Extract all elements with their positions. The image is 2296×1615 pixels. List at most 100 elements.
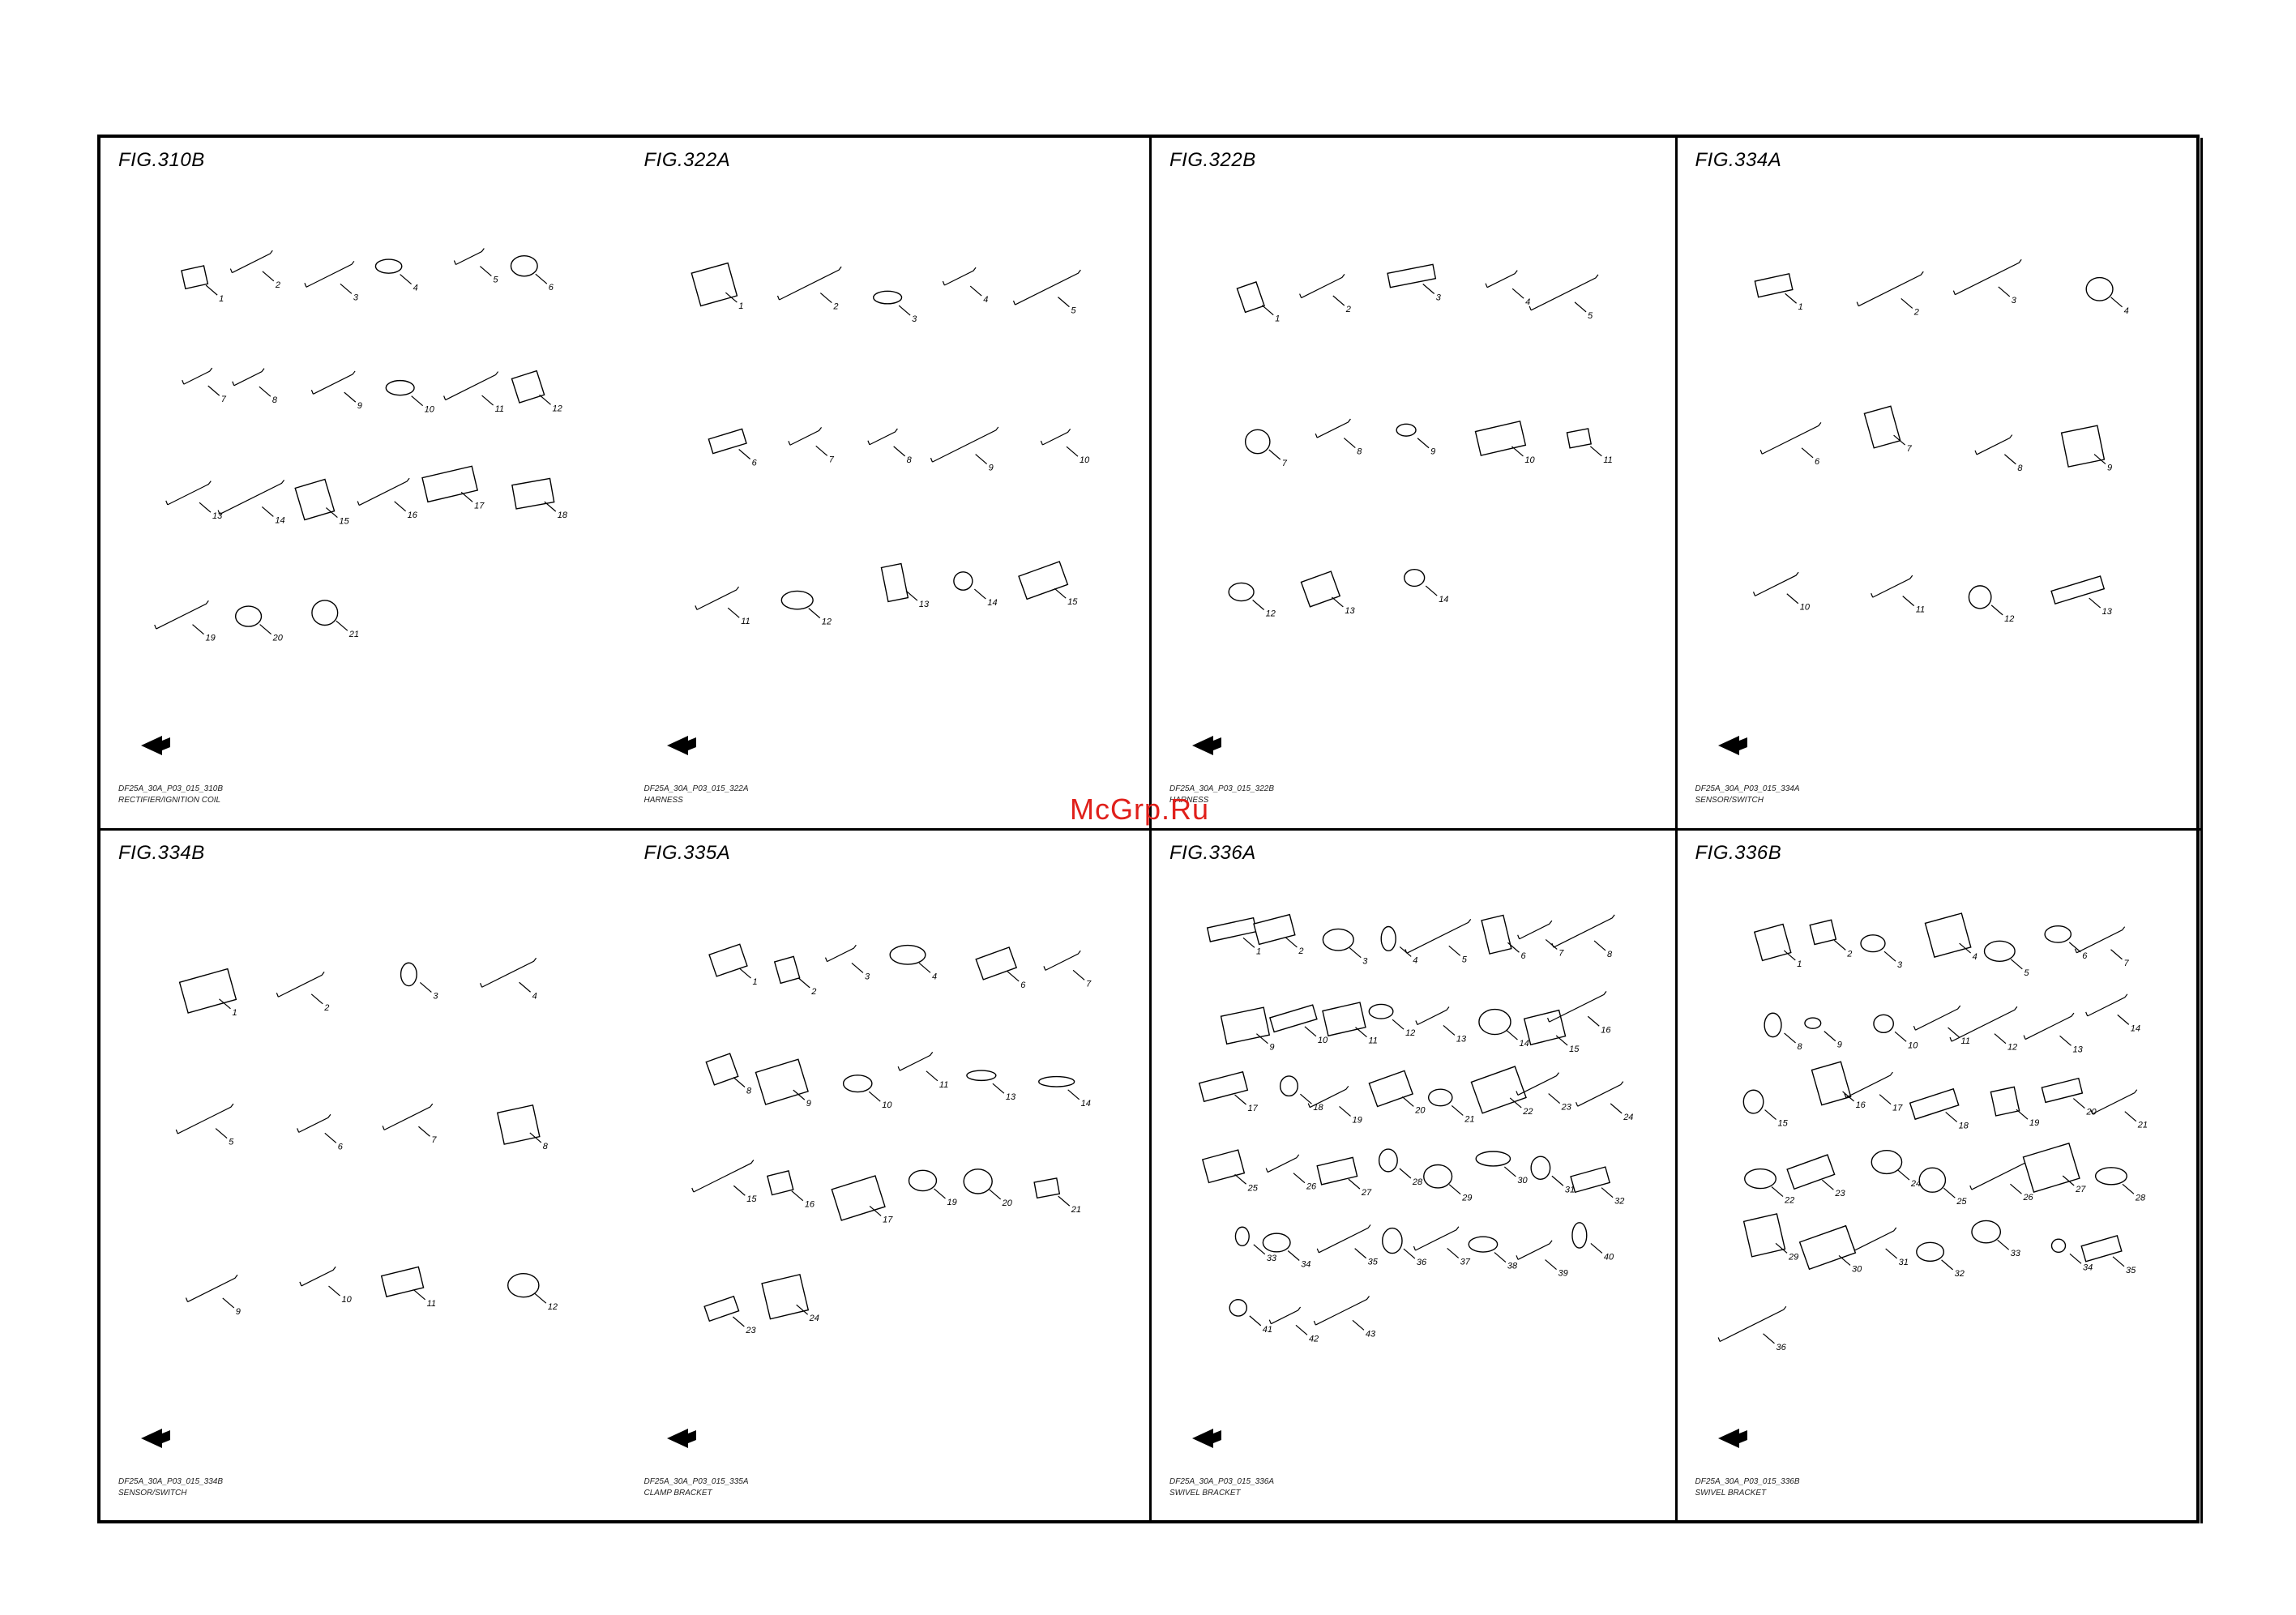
leader-line [790,1190,803,1202]
part-drawing [385,379,415,396]
part-number: 21 [2136,1121,2147,1130]
part-callout: 14 [952,571,997,608]
part-number: 1 [738,301,743,311]
part-number: 28 [2134,1193,2145,1203]
leader-line [2110,297,2123,308]
part-callout: 19 [154,600,216,643]
part-callout: 24 [1871,1150,1921,1189]
part-number: 3 [864,972,870,981]
part-drawing [1033,1177,1060,1199]
part-callout: 7 [1863,405,1912,454]
part-drawing [154,600,209,630]
part-callout: 16 [357,477,418,520]
leader-line [324,1132,337,1143]
part-callout: 12 [1228,582,1276,618]
part-drawing [1415,1006,1450,1026]
part-callout: 2 [1856,271,1924,317]
part-callout: 11 [443,371,504,414]
part-drawing [1990,1086,2020,1117]
part-callout: 21 [311,600,359,639]
part-drawing [443,371,499,401]
part-callout: 9 [2060,425,2112,473]
part-callout: 1 [1753,923,1802,969]
part-number: 10 [1799,603,1810,613]
part-number: 18 [558,511,568,520]
part-number: 2 [275,280,280,290]
part-callout: 39 [1516,1240,1568,1279]
part-drawing [1198,1070,1249,1103]
part-drawing [1017,561,1068,600]
part-number: 8 [1607,950,1613,959]
leader-line [1762,1333,1775,1344]
leader-line [2069,1253,2081,1264]
part-number: 12 [2007,1043,2016,1053]
part-callout: 8 [704,1053,752,1096]
leader-line [215,1128,228,1139]
leader-line [1256,1033,1268,1045]
part-number: 15 [339,517,349,527]
part-number: 23 [1561,1103,1572,1113]
leader-line [807,608,820,619]
part-callout: 27 [2022,1142,2086,1194]
part-callout: 30 [1475,1151,1528,1186]
part-number: 39 [1558,1269,1568,1279]
part-number: 5 [2024,968,2029,978]
leader-line [1590,1242,1603,1254]
figure-title: FIG.310B [118,149,205,171]
leader-line [1589,446,1602,457]
part-callout: 10 [1474,420,1536,465]
part-callout: 6 [1481,914,1526,961]
part-drawing [690,262,738,307]
part-number: 10 [1079,455,1089,465]
part-number: 23 [745,1326,756,1335]
figure-code: DF25A_30A_P03_015_310B [118,784,223,793]
part-number: 11 [427,1299,436,1309]
part-number: 11 [741,617,750,626]
part-callout: 15 [294,478,349,527]
part-callout: 4 [1924,912,1977,962]
leader-line [1783,1032,1796,1044]
leader-line [797,977,810,989]
part-callout: 9 [1220,1006,1275,1053]
part-number: 9 [1430,447,1435,457]
part-drawing [1229,1299,1248,1317]
part-number: 1 [752,977,757,987]
part-number: 10 [342,1295,353,1305]
leader-line [1784,293,1797,304]
leader-line [460,491,473,502]
part-callout: 9 [1803,1017,1841,1050]
part-number: 16 [408,511,418,520]
part-callout: 10 [299,1266,353,1305]
part-drawing [1516,1072,1559,1096]
leader-line [1901,596,1914,607]
part-drawing [1206,916,1258,942]
leader-line [1943,1187,1956,1198]
part-callout: 16 [1546,991,1611,1035]
part-callout: 4 [1380,925,1417,965]
part-number: 10 [1318,1036,1328,1045]
part-number: 13 [918,600,929,609]
figure-code: DF25A_30A_P03_015_335A [643,1477,749,1486]
part-drawing [374,258,403,274]
leader-line [2116,1014,2129,1025]
part-drawing [1872,1014,1894,1033]
part-callout: 21 [1427,1088,1475,1124]
part-number: 23 [1834,1189,1845,1198]
part-drawing [217,480,285,515]
part-number: 9 [357,401,362,411]
part-callout: 7 [787,427,834,464]
leader-line [261,506,274,517]
part-drawing [703,1295,739,1322]
figure-title: FIG.335A [643,842,731,864]
figure-code: DF25A_30A_P03_015_336A [1169,1477,1274,1486]
leader-line [933,1188,946,1199]
part-drawing [185,1274,238,1303]
part-drawing [1915,1241,1944,1263]
leader-line [1555,1035,1568,1046]
part-number: 4 [2123,306,2128,316]
part-drawing [1299,274,1345,299]
part-callout: 3 [304,260,359,302]
